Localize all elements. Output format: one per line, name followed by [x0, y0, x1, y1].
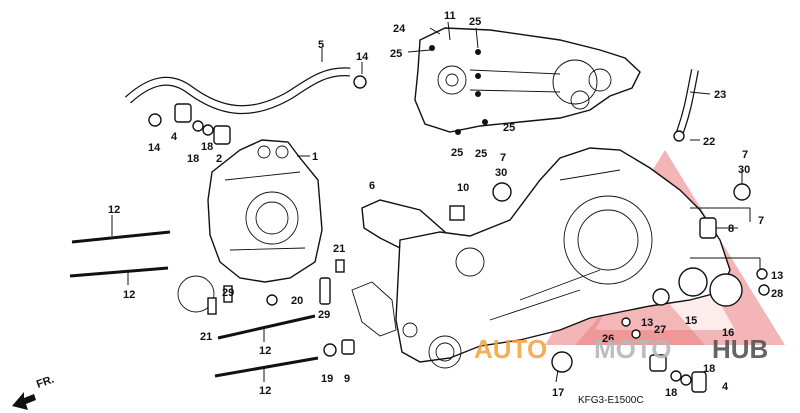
callout-17: 17 — [552, 387, 564, 399]
hose-part-5 — [124, 67, 351, 115]
left-crankcase — [177, 139, 323, 313]
watermark-text: AUTO MOTO HUB — [474, 334, 768, 364]
callout-12: 12 — [259, 345, 271, 357]
callout-22: 22 — [703, 136, 715, 148]
callout-23: 23 — [714, 89, 726, 101]
callout-25: 25 — [475, 148, 487, 160]
callout-28: 28 — [771, 288, 783, 300]
callouts: 1 2 4 4 5 6 7 7 7 8 9 10 11 12 12 12 12 … — [108, 10, 783, 399]
small-parts — [148, 75, 770, 393]
callout-27: 27 — [654, 324, 666, 336]
callout-4: 4 — [722, 381, 729, 393]
callout-12: 12 — [259, 385, 271, 397]
callout-20: 20 — [291, 295, 303, 307]
callout-14: 14 — [148, 142, 161, 154]
callout-25: 25 — [469, 16, 481, 28]
callout-7: 7 — [758, 215, 764, 227]
callout-21: 21 — [333, 243, 345, 255]
callout-18: 18 — [201, 141, 213, 153]
transmission-cover — [414, 27, 641, 135]
diagram-code: KFG3-E1500C — [578, 395, 644, 406]
callout-15: 15 — [685, 315, 697, 327]
callout-11: 11 — [444, 10, 456, 22]
callout-25: 25 — [390, 48, 402, 60]
callout-13: 13 — [771, 270, 783, 282]
callout-6: 6 — [369, 180, 375, 192]
callout-7: 7 — [742, 149, 748, 161]
front-direction-label: FR. — [35, 373, 56, 390]
callout-10: 10 — [457, 182, 469, 194]
callout-29: 29 — [222, 287, 234, 299]
callout-25: 25 — [503, 122, 515, 134]
callout-18: 18 — [703, 363, 715, 375]
callout-7: 7 — [500, 152, 506, 164]
callout-2: 2 — [216, 153, 222, 165]
stud-bolts-12 — [69, 230, 319, 378]
callout-1: 1 — [312, 151, 318, 163]
callout-26: 26 — [602, 333, 614, 345]
callout-9: 9 — [344, 373, 350, 385]
leader-lines — [111, 21, 761, 383]
front-direction-arrow: FR. — [12, 373, 56, 410]
callout-30: 30 — [495, 167, 507, 179]
callout-4: 4 — [171, 131, 178, 143]
callout-29: 29 — [318, 309, 330, 321]
watermark-moto: MOTO — [594, 334, 672, 364]
callout-19: 19 — [321, 373, 333, 385]
watermark-hub: HUB — [712, 334, 768, 364]
callout-21: 21 — [200, 331, 212, 343]
callout-24: 24 — [393, 23, 406, 35]
right-crankcase — [395, 147, 731, 369]
callout-5: 5 — [318, 39, 324, 51]
callout-8: 8 — [728, 223, 734, 235]
callout-18: 18 — [665, 387, 677, 399]
callout-14: 14 — [356, 51, 369, 63]
callout-25: 25 — [451, 147, 463, 159]
watermark-auto: AUTO — [474, 334, 547, 364]
callout-16: 16 — [722, 327, 734, 339]
hose-part-23 — [676, 69, 699, 134]
callout-30: 30 — [738, 164, 750, 176]
callout-12: 12 — [108, 204, 120, 216]
callout-12: 12 — [123, 289, 135, 301]
callout-18: 18 — [187, 153, 199, 165]
callout-13: 13 — [641, 317, 653, 329]
